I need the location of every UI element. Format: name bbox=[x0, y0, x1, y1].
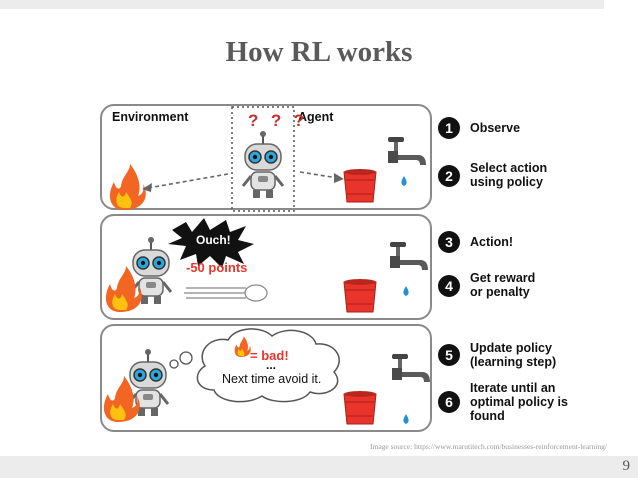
top-bar bbox=[0, 0, 604, 9]
slide-title: How RL works bbox=[225, 36, 413, 68]
puff-cloud bbox=[244, 284, 268, 302]
step-number: 5 bbox=[438, 344, 460, 366]
agent-label: Agent bbox=[298, 110, 334, 124]
dashed-arrow-right bbox=[299, 171, 339, 179]
step-text-line-1: Iterate until an bbox=[470, 381, 556, 395]
thought-line-1: = bad! bbox=[250, 348, 289, 363]
fire-1 bbox=[109, 164, 146, 210]
step-text-line-1: Get reward bbox=[470, 271, 536, 285]
step-number: 3 bbox=[438, 231, 460, 253]
step-text-line-3: found bbox=[470, 409, 505, 423]
image-source-caption: Image source: https://www.marutitech.com… bbox=[370, 442, 607, 451]
step-number: 4 bbox=[438, 275, 460, 297]
faucet-2 bbox=[390, 242, 428, 270]
step-text-line-2: optimal policy is bbox=[470, 395, 568, 409]
step-number: 6 bbox=[438, 391, 460, 413]
step-text-line-2: (learning step) bbox=[470, 355, 557, 369]
drop-2 bbox=[403, 286, 409, 296]
step-text-line-1: Update policy bbox=[470, 341, 552, 355]
question-marks: ? ? ? bbox=[248, 111, 306, 130]
agent-robot-1 bbox=[241, 129, 285, 200]
agent-robot-3 bbox=[126, 347, 170, 418]
step-number: 2 bbox=[438, 165, 460, 187]
bucket-3 bbox=[343, 390, 377, 425]
faucet-3 bbox=[392, 354, 430, 382]
page-number: 9 bbox=[622, 458, 631, 474]
drop-1 bbox=[401, 176, 407, 186]
environment-label: Environment bbox=[112, 110, 189, 124]
step-number: 1 bbox=[438, 117, 460, 139]
step-text: Observe bbox=[470, 121, 521, 135]
step-text-line-2: using policy bbox=[470, 175, 543, 189]
thought-bubble bbox=[196, 328, 340, 403]
thought-line-3: Next time avoid it. bbox=[222, 372, 322, 386]
ouch-burst bbox=[168, 218, 254, 268]
bucket-1 bbox=[343, 168, 377, 203]
points-text: -50 points bbox=[186, 260, 248, 275]
step-text-line-1: Select action bbox=[470, 161, 548, 175]
agent-robot-2 bbox=[129, 235, 173, 306]
dashed-arrow-left bbox=[147, 173, 229, 189]
faucet-1 bbox=[388, 137, 426, 165]
step-text-line-2: or penalty bbox=[470, 285, 530, 299]
thought-line-2: ... bbox=[266, 358, 277, 372]
bucket-2 bbox=[343, 278, 377, 313]
agent-dashed-box bbox=[231, 106, 295, 212]
footer-bar: 9 bbox=[0, 456, 638, 478]
step-text: Action! bbox=[470, 235, 514, 249]
ouch-text: Ouch! bbox=[196, 233, 231, 247]
drop-3 bbox=[403, 414, 409, 424]
